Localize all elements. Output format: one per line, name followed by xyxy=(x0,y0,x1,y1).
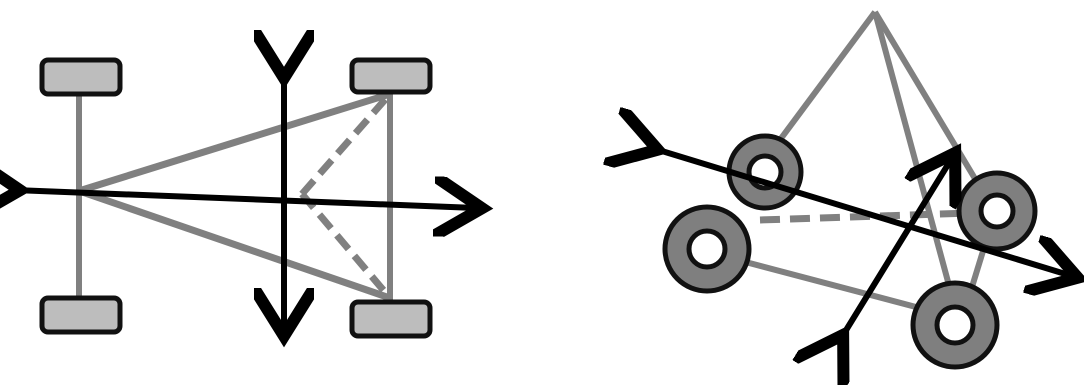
dashed-line-lower xyxy=(299,191,393,301)
tire-front-left xyxy=(662,204,752,294)
horizontal-double-arrow xyxy=(14,190,476,208)
wheel-rear-bottom xyxy=(39,295,123,335)
short-double-arrow xyxy=(840,158,952,340)
tire-back-right xyxy=(956,170,1038,252)
wheel-front-top xyxy=(349,57,433,95)
perspective-view-panel xyxy=(652,10,1072,370)
dashed-line-upper xyxy=(299,91,393,197)
tire-front-right xyxy=(910,280,1000,370)
wheel-rear-top xyxy=(39,57,123,97)
top-view-panel xyxy=(14,60,476,336)
wheel-front-bottom xyxy=(349,299,433,339)
